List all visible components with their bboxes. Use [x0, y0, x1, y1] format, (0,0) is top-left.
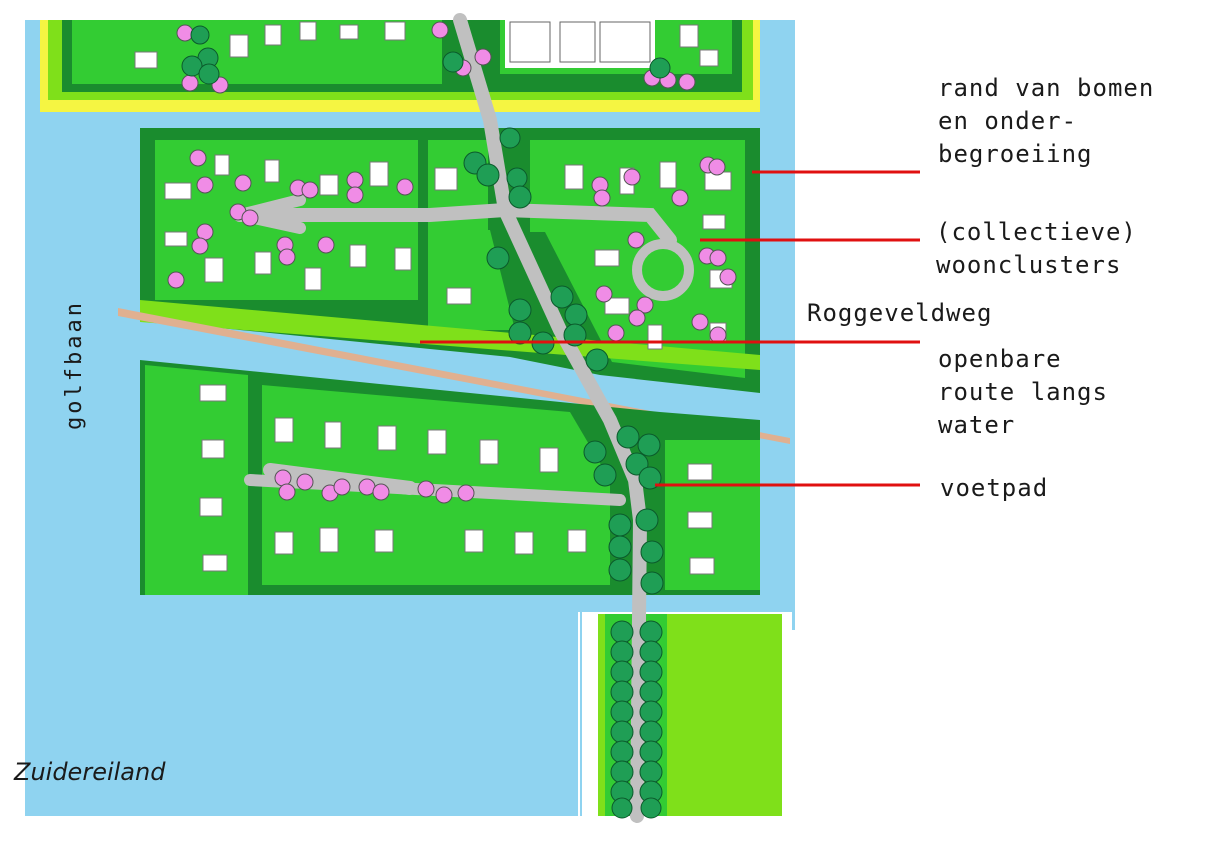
golf-course-label: golfbaan	[62, 300, 87, 430]
label-line: begroeiing	[938, 140, 1093, 168]
leader-lines	[420, 170, 920, 487]
blossom-trees	[167, 21, 737, 504]
label-water-route: openbare route langs water	[938, 343, 1108, 442]
street-trees	[181, 25, 671, 595]
label-line: openbare	[938, 345, 1062, 373]
map-title: Zuidereiland	[14, 758, 166, 786]
label-line: route langs	[938, 378, 1108, 406]
label-road: Roggeveldweg	[807, 297, 992, 330]
label-trees-edge: rand van bomen en onder- begroeiing	[938, 72, 1154, 171]
label-footpath: voetpad	[940, 472, 1048, 505]
label-line: en onder-	[938, 107, 1078, 135]
label-clusters: (collectieve) woonclusters	[936, 216, 1137, 282]
label-line: woonclusters	[936, 251, 1122, 279]
top-island	[40, 20, 760, 112]
label-line: Roggeveldweg	[807, 299, 993, 327]
houses	[164, 154, 733, 575]
label-line: voetpad	[940, 474, 1049, 502]
label-line: water	[938, 411, 1016, 439]
avenue-trees	[610, 620, 663, 819]
label-line: (collectieve)	[936, 218, 1137, 246]
label-line: rand van bomen	[938, 74, 1155, 102]
